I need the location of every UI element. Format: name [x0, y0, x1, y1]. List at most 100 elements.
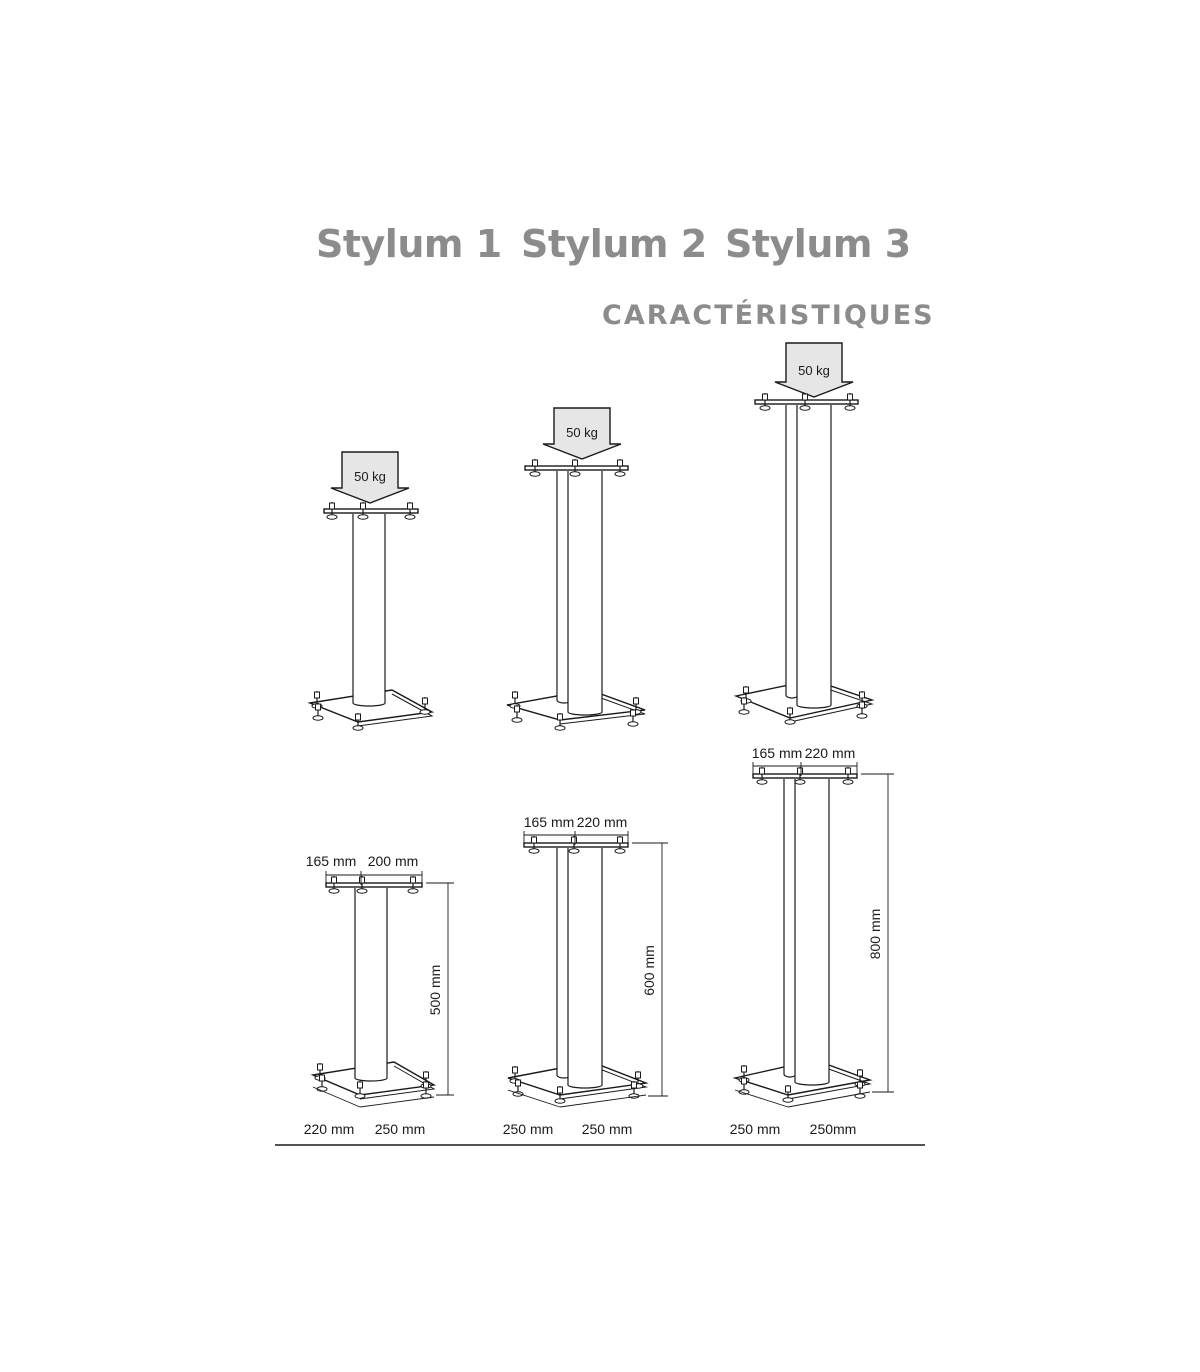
stand-3-dimensioned	[732, 767, 873, 1103]
spike-nut	[557, 1086, 563, 1094]
top-plate	[323, 508, 419, 514]
base-dim-line-right	[359, 1096, 435, 1108]
stand-2-dimensioned	[507, 836, 649, 1104]
base-depth-label-2: 250 mm	[503, 1121, 554, 1137]
spike-foot	[419, 709, 431, 715]
top-depth-label-1: 165 mm	[306, 853, 357, 869]
top-plate	[752, 773, 858, 779]
spike-foot	[352, 725, 364, 731]
spike-foot	[856, 713, 868, 719]
spike-foot	[326, 514, 338, 520]
spike-foot	[759, 405, 771, 411]
spike-nut	[314, 691, 320, 699]
base-dim-line-left	[734, 1089, 789, 1108]
top-plate	[754, 399, 859, 405]
spike-nut	[857, 1069, 863, 1077]
base-plate-edge	[789, 683, 874, 723]
spike-nut	[531, 836, 537, 844]
spike-nut	[359, 876, 365, 884]
spike-foot	[614, 848, 626, 854]
spike-nut	[422, 697, 428, 705]
spike-nut	[759, 767, 765, 775]
spike-foot	[407, 888, 419, 894]
load-arrow-3	[774, 342, 854, 398]
spike-foot	[568, 848, 580, 854]
spike-nut	[357, 1081, 363, 1089]
spike-nut	[741, 697, 747, 705]
spike-foot	[799, 405, 811, 411]
load-label-1: 50 kg	[354, 469, 386, 484]
spike-foot	[356, 888, 368, 894]
spike-nut	[514, 705, 520, 713]
stand-1-dimensioned	[310, 876, 437, 1100]
top-width-label-3: 220 mm	[805, 745, 856, 761]
load-arrow-1	[330, 451, 410, 504]
base-plate-edge	[359, 1065, 436, 1100]
base-dim-line-right	[559, 1094, 647, 1108]
stand-2-perspective	[506, 459, 646, 731]
section-title: CARACTÉRISTIQUES	[602, 300, 935, 331]
base-dim-line-right	[787, 1091, 871, 1108]
load-label-3: 50 kg	[798, 363, 830, 378]
load-arrow-shape	[774, 342, 854, 398]
column	[796, 405, 832, 709]
base-width-label-2: 250 mm	[582, 1121, 633, 1137]
spike-nut	[515, 1079, 521, 1087]
spike-nut	[802, 393, 808, 401]
base-dim-line-left	[507, 1089, 561, 1108]
spike-foot	[738, 1089, 750, 1095]
spike-nut	[741, 1065, 747, 1073]
spike-nut	[630, 709, 636, 717]
spike-foot	[784, 719, 796, 725]
spike-nut	[859, 691, 865, 699]
load-arrow-shape	[330, 451, 410, 504]
base-plate-edge	[787, 1063, 872, 1100]
height-label-3: 800 mm	[867, 909, 883, 960]
spike-nut	[635, 1071, 641, 1079]
spike-nut	[410, 876, 416, 884]
spike-foot	[312, 715, 324, 721]
base-depth-label-3: 250 mm	[730, 1121, 781, 1137]
load-label-2: 50 kg	[566, 425, 598, 440]
spike-foot	[511, 717, 523, 723]
spike-nut	[845, 767, 851, 775]
spike-nut	[315, 703, 321, 711]
spike-nut	[407, 502, 413, 510]
spike-foot	[782, 1097, 794, 1103]
column	[354, 888, 388, 1082]
top-plate	[325, 882, 423, 888]
top-depth-label-3: 165 mm	[752, 745, 803, 761]
spike-nut	[512, 1066, 518, 1074]
model-title-2: Stylum 2	[521, 222, 707, 266]
spike-nut	[317, 1063, 323, 1071]
spike-foot	[554, 1098, 566, 1104]
dimensions-3	[734, 762, 894, 1108]
column	[794, 779, 830, 1086]
spike-foot	[844, 405, 856, 411]
model-title-3: Stylum 3	[725, 222, 911, 266]
spike-foot	[529, 471, 541, 477]
spike-nut	[743, 686, 749, 694]
base-plate-edge	[559, 1065, 648, 1100]
base-width-label-3: 250mm	[810, 1121, 857, 1137]
spike-foot	[528, 848, 540, 854]
load-arrow-shape	[542, 407, 622, 460]
spike-nut	[423, 1071, 429, 1079]
spike-nut	[571, 836, 577, 844]
spike-nut	[617, 459, 623, 467]
dimensions-2	[507, 831, 668, 1108]
height-label-1: 500 mm	[427, 965, 443, 1016]
spike-foot	[354, 1093, 366, 1099]
stand-3-perspective	[733, 393, 875, 725]
spike-foot	[738, 709, 750, 715]
spike-nut	[847, 393, 853, 401]
spike-nut	[512, 691, 518, 699]
spike-foot	[569, 471, 581, 477]
spike-foot	[357, 514, 369, 520]
spike-foot	[328, 888, 340, 894]
spike-foot	[756, 779, 768, 785]
base-dim-line-left	[312, 1086, 361, 1108]
column	[783, 779, 797, 1078]
